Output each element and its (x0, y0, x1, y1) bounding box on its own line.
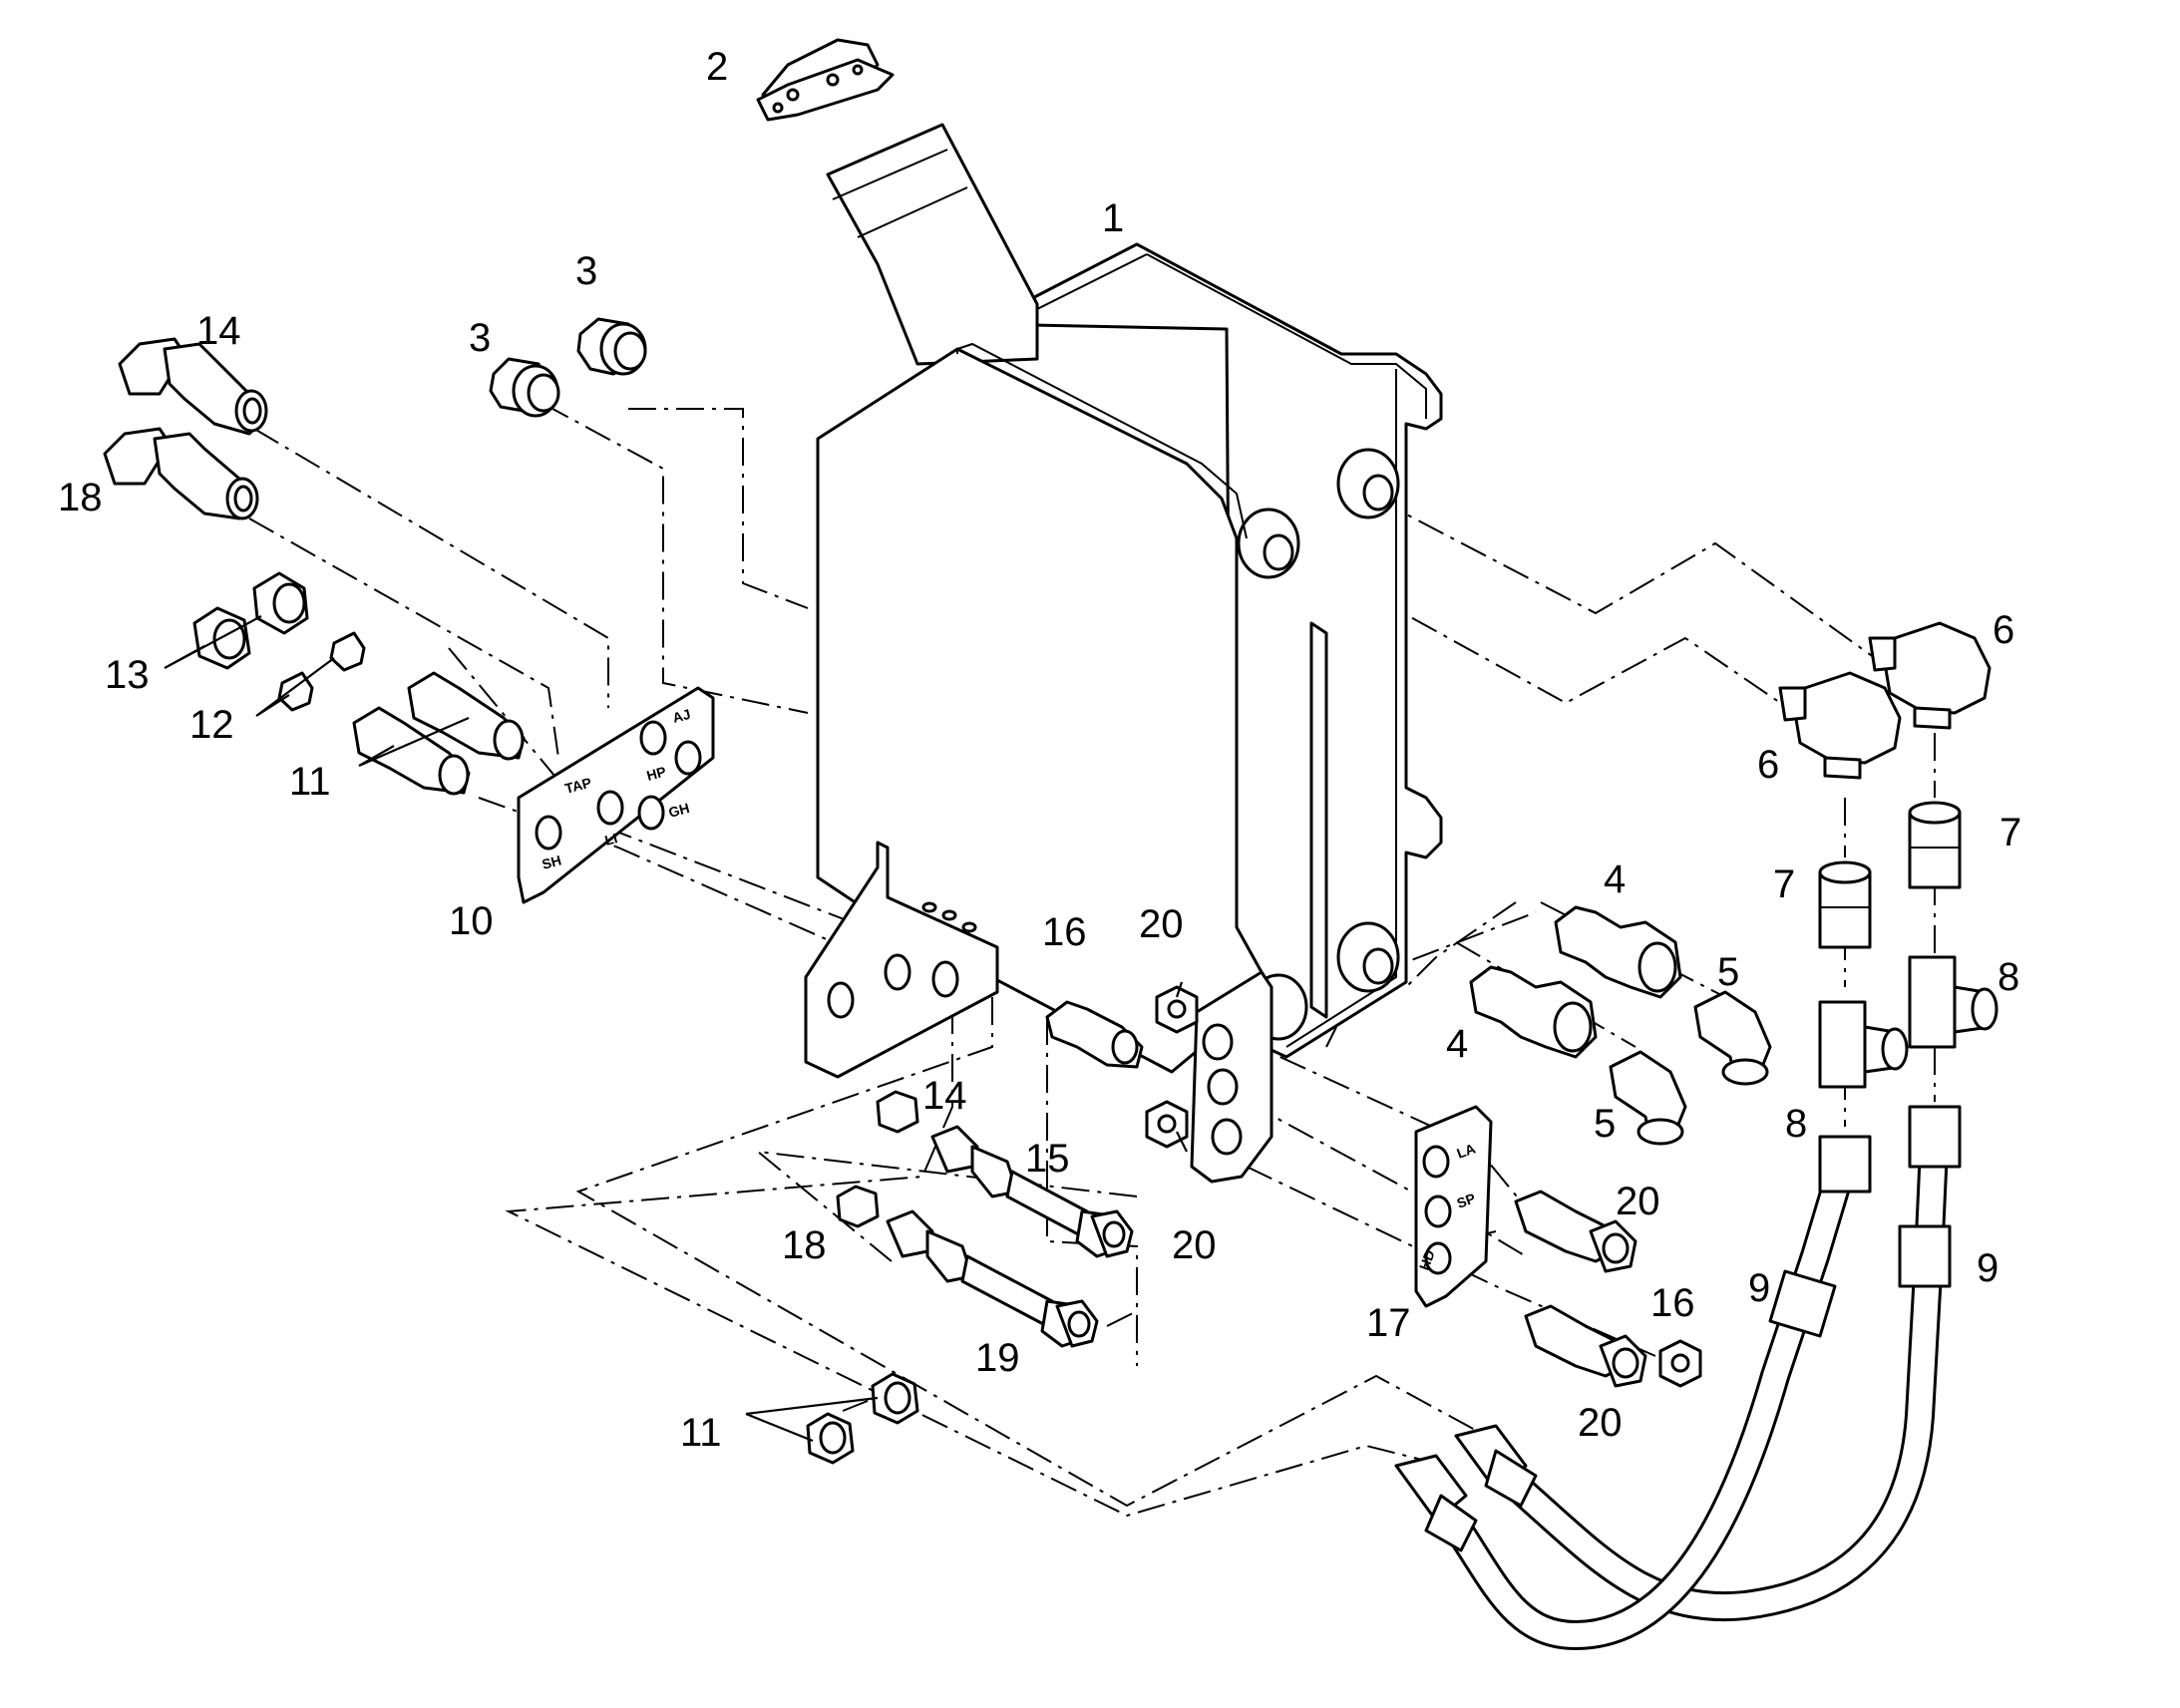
small-plug (277, 631, 366, 712)
hose (1441, 1112, 1950, 1650)
callout-20: 20 (1578, 1401, 1623, 1445)
callout-7: 7 (1773, 862, 1795, 906)
plate-code: HP (645, 763, 668, 783)
callout-labels: 1 2 3 3 4 4 5 5 6 6 7 7 8 8 9 9 10 11 11… (58, 45, 2021, 1455)
coupling (1818, 801, 1962, 949)
callout-6: 6 (1757, 743, 1779, 787)
callout-11: 11 (680, 1411, 722, 1455)
plate-code: SH (541, 852, 563, 871)
callout-10: 10 (449, 899, 494, 943)
tank (816, 123, 1443, 1074)
plate-code: HD (1416, 1248, 1438, 1272)
callout-16: 16 (1042, 910, 1087, 954)
callout-9: 9 (1748, 1266, 1770, 1310)
callout-8: 8 (1998, 955, 2019, 999)
callout-20: 20 (1139, 902, 1184, 946)
nut (836, 985, 1199, 1228)
callout-16: 16 (1650, 1281, 1695, 1325)
callout-3: 3 (469, 316, 491, 360)
left-bracket (804, 841, 999, 1079)
callout-5: 5 (1594, 1102, 1616, 1146)
callout-3: 3 (575, 249, 597, 293)
callout-11: 11 (289, 760, 331, 804)
quick-coupler (103, 337, 268, 520)
right-bracket (1190, 970, 1273, 1184)
leader-lines (164, 615, 1188, 1443)
bulkhead-union (1045, 1000, 1144, 1069)
callout-8: 8 (1785, 1102, 1807, 1146)
tee-adapter (1818, 955, 1998, 1089)
callout-14: 14 (922, 1074, 967, 1118)
callout-6: 6 (1993, 608, 2014, 652)
plate-code: GH (667, 800, 691, 821)
plate-code: TAP (563, 774, 593, 796)
callout-12: 12 (189, 703, 234, 747)
flange-boss (1237, 448, 1400, 1041)
callout-1: 1 (1102, 196, 1124, 240)
label-plate-left: AJ HP TAP LI GH SH (517, 686, 715, 904)
bulkhead-fitting (352, 671, 526, 796)
callout-18: 18 (782, 1223, 827, 1267)
plate-code: LI (603, 830, 619, 849)
hose-assembly (886, 1125, 1134, 1348)
callout-13: 13 (105, 653, 150, 697)
callout-20: 20 (1616, 1180, 1660, 1223)
callout-20: 20 (1172, 1223, 1217, 1267)
callout-18: 18 (58, 476, 103, 519)
callout-14: 14 (196, 309, 241, 353)
callout-9: 9 (1977, 1246, 1998, 1290)
elbow-fitting (1609, 990, 1772, 1146)
callout-19: 19 (975, 1336, 1020, 1380)
callout-17: 17 (1366, 1301, 1411, 1345)
swivel-fitting (1469, 905, 1682, 1059)
filler-cap (756, 38, 895, 122)
plate-code: AJ (671, 706, 692, 726)
bulkhead-union (1514, 1190, 1702, 1388)
plug (489, 317, 647, 418)
callout-4: 4 (1604, 857, 1626, 901)
callout-2: 2 (706, 45, 728, 89)
nut (192, 571, 309, 670)
tee-fitting (1778, 621, 1992, 780)
plate-code: SP (1455, 1190, 1478, 1210)
callout-15: 15 (1025, 1137, 1070, 1181)
hose-fitting (1394, 1105, 1962, 1552)
callout-7: 7 (1999, 811, 2021, 854)
nut (806, 1372, 919, 1465)
callout-5: 5 (1717, 950, 1739, 994)
label-plate-right: LA SP HD (1414, 1105, 1493, 1308)
callout-4: 4 (1446, 1022, 1468, 1066)
plate-code: LA (1455, 1140, 1478, 1161)
bottom-studs (921, 901, 977, 933)
